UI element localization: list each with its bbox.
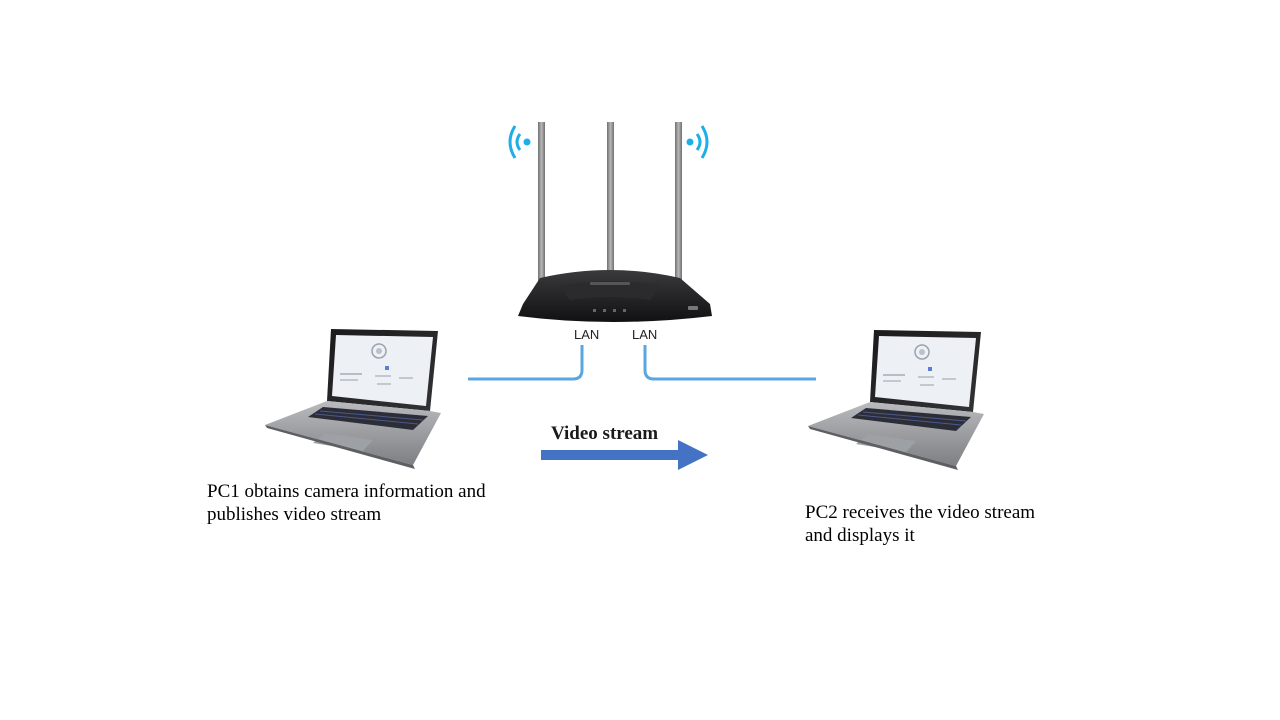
laptop-pc1-screen — [332, 335, 433, 406]
lan-port-label-1: LAN — [574, 327, 599, 342]
video-stream-label: Video stream — [551, 423, 659, 444]
antenna-right — [675, 122, 682, 292]
video-stream-arrow — [541, 440, 708, 470]
wifi-signal-left-icon — [508, 125, 531, 159]
wifi-signal-right-icon — [686, 125, 709, 159]
laptop-pc2-screen — [875, 336, 976, 407]
pc1-caption: PC1 obtains camera information and publi… — [207, 481, 486, 525]
laptop-pc2 — [808, 330, 984, 470]
cable-router-to-pc1 — [468, 345, 584, 381]
pc2-caption: PC2 receives the video stream and displa… — [805, 502, 1036, 546]
antenna-center — [607, 122, 614, 287]
router: LAN LAN — [508, 122, 712, 342]
cable-router-to-pc2 — [643, 345, 816, 381]
antenna-left — [538, 122, 545, 292]
laptop-pc1 — [265, 329, 441, 469]
lan-port-label-2: LAN — [632, 327, 657, 342]
